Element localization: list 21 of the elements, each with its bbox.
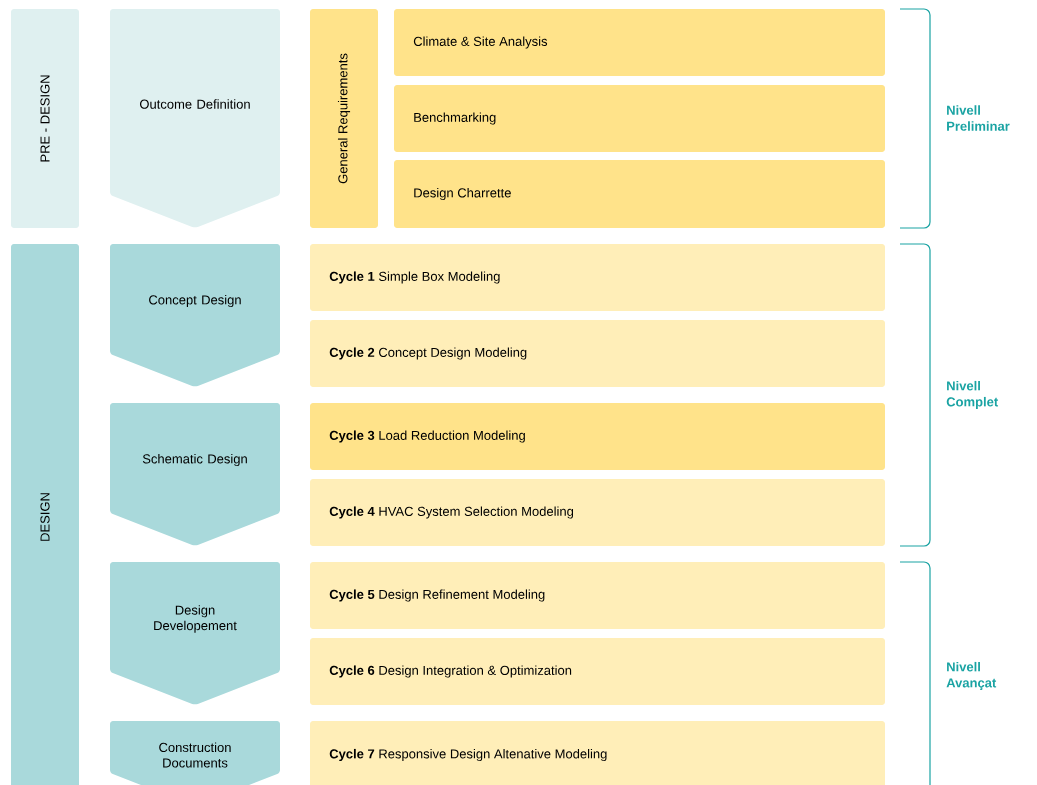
task-bar: Cycle 4 HVAC System Selection Modeling <box>310 479 885 546</box>
stage-pentagon: Schematic Design <box>110 403 280 546</box>
phase-band: General Requirements <box>310 9 378 228</box>
task-bar: Cycle 2 Concept Design Modeling <box>310 320 885 387</box>
level-label: Nivell Avançat <box>946 661 997 691</box>
level-label: Nivell Complet <box>946 380 999 410</box>
level-label: Nivell Preliminar <box>947 105 1010 131</box>
task-bar: Climate & Site Analysis <box>394 9 885 76</box>
stage-pentagon: Construction Documents <box>110 721 280 785</box>
phase-band: PRE - DESIGN <box>11 9 79 228</box>
task-bar: Cycle 3 Load Reduction Modeling <box>310 403 885 470</box>
stage-pentagon: Design Developement <box>110 562 280 705</box>
stage-pentagon: Outcome Definition <box>110 9 280 228</box>
task-bar: Cycle 6 Design Integration & Optimization <box>310 638 885 705</box>
task-bar: Cycle 5 Design Refinement Modeling <box>310 562 885 629</box>
task-bar: Benchmarking <box>394 85 885 152</box>
stage-pentagon: Concept Design <box>110 244 280 387</box>
task-bar: Cycle 7 Responsive Design Altenative Modeling <box>310 721 885 785</box>
task-bar: Cycle 1 Simple Box Modeling <box>310 244 885 311</box>
task-bar: Design Charrette <box>394 160 885 228</box>
phase-band: DESIGN <box>11 244 79 785</box>
